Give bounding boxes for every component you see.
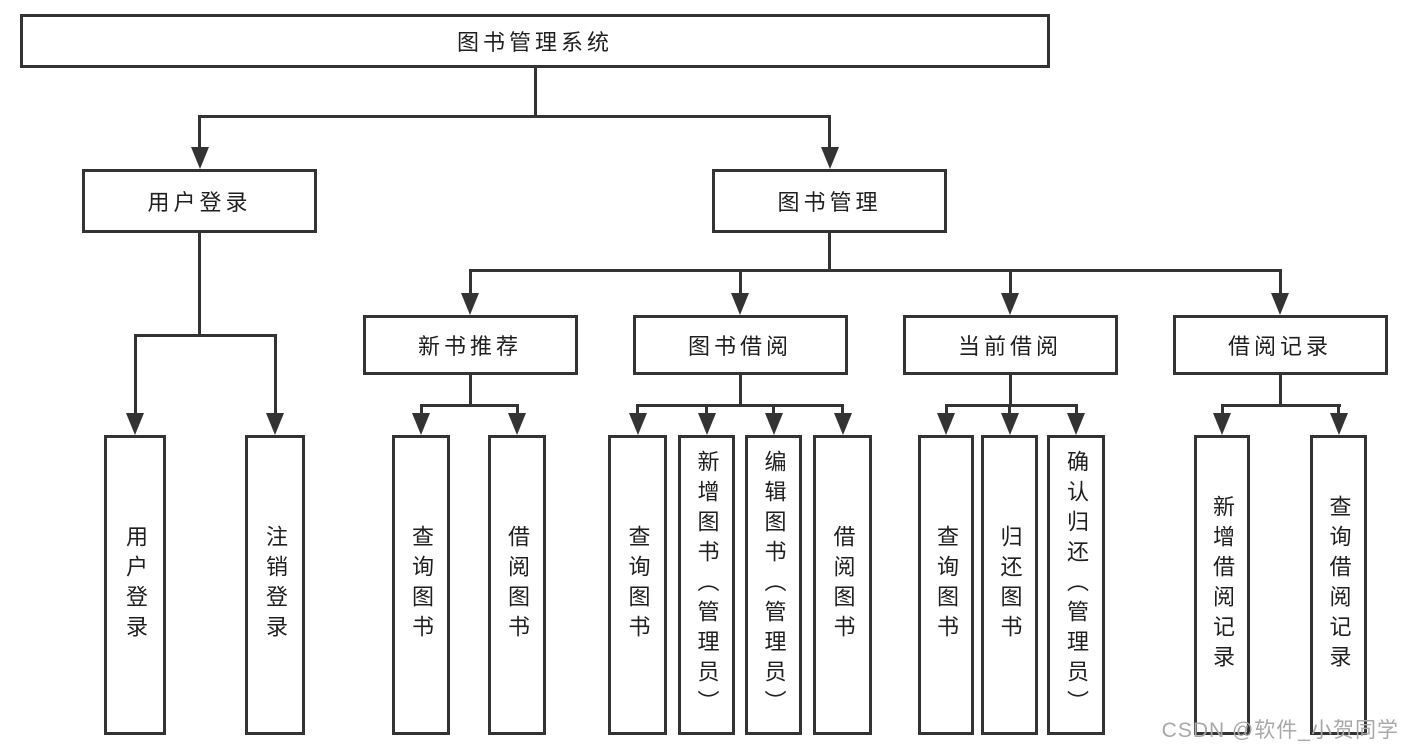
leaf-borrowing-add-books-admin: 新增图书（管理员）	[678, 435, 735, 735]
node-borrow-records: 借阅记录	[1172, 315, 1388, 375]
node-label: 用户登录	[123, 525, 148, 645]
connector-arm	[738, 269, 742, 295]
leaf-records-query-record: 查询借阅记录	[1310, 435, 1367, 735]
node-label: 确认归还（管理员）	[1064, 450, 1089, 720]
leaf-recommend-query-books: 查询图书	[392, 435, 450, 735]
node-book-borrowing: 图书借阅	[632, 315, 848, 375]
node-label: 当前借阅	[957, 334, 1062, 359]
node-label: 查询图书	[409, 525, 434, 645]
watermark: CSDN @软件_小贺同学	[1161, 719, 1399, 742]
connector-arm	[705, 404, 708, 415]
connector-trunk	[533, 68, 537, 117]
node-label: 注销登录	[263, 525, 288, 645]
node-book-management: 图书管理	[712, 169, 947, 233]
connector-arm	[1337, 404, 1340, 415]
node-new-book-recommend: 新书推荐	[362, 315, 578, 375]
connector-arm	[273, 334, 277, 415]
leaf-recommend-borrow-books: 借阅图书	[488, 435, 546, 735]
node-label: 借阅记录	[1227, 334, 1332, 359]
node-label: 图书管理	[777, 190, 882, 215]
connector-branch	[198, 115, 831, 118]
connector-branch	[133, 334, 277, 337]
connector-arm	[419, 404, 423, 415]
leaf-current-return-books: 归还图书	[981, 435, 1038, 735]
node-label: 查询借阅记录	[1326, 495, 1352, 675]
connector-arm	[1008, 404, 1011, 415]
arrowhead-down-icon	[412, 413, 430, 435]
node-label: 查询图书	[934, 525, 959, 645]
connector-arm	[1220, 404, 1224, 415]
leaf-current-query-books: 查询图书	[918, 435, 974, 735]
connector-trunk	[198, 233, 201, 337]
node-label: 新增图书（管理员）	[694, 450, 720, 720]
connector-arm	[772, 404, 775, 415]
connector-trunk	[738, 375, 742, 407]
leaf-borrowing-borrow-books: 借阅图书	[813, 435, 872, 735]
connector-arm	[944, 404, 948, 415]
connector-arm	[468, 269, 472, 295]
arrowhead-down-icon	[1271, 293, 1289, 315]
leaf-user-login: 用户登录	[104, 435, 166, 735]
connector-arm	[133, 334, 137, 415]
leaf-logout: 注销登录	[245, 435, 305, 735]
connector-arm	[1008, 269, 1012, 295]
connector-arm	[841, 404, 844, 415]
arrowhead-down-icon	[266, 413, 284, 435]
node-label: 查询图书	[625, 525, 651, 645]
arrowhead-down-icon	[508, 413, 526, 435]
connector-arm	[828, 115, 831, 150]
node-label: 归还图书	[997, 525, 1023, 645]
arrowhead-down-icon	[1067, 413, 1085, 435]
connector-branch	[636, 404, 844, 407]
node-label: 新增借阅记录	[1210, 495, 1235, 675]
connector-branch	[944, 404, 1078, 407]
arrowhead-down-icon	[937, 413, 955, 435]
arrowhead-down-icon	[820, 147, 839, 169]
arrowhead-down-icon	[1329, 413, 1348, 435]
node-label: 图书管理系统	[456, 30, 613, 55]
arrowhead-down-icon	[1001, 293, 1019, 315]
node-label: 用户登录	[147, 190, 252, 215]
connector-arm	[515, 404, 519, 415]
arrowhead-down-icon	[1000, 413, 1019, 435]
connector-branch	[419, 404, 519, 407]
leaf-current-confirm-return-admin: 确认归还（管理员）	[1047, 435, 1105, 735]
arrowhead-down-icon	[833, 413, 852, 435]
connector-trunk	[1008, 375, 1012, 407]
node-label: 图书借阅	[687, 334, 792, 359]
leaf-borrowing-query-books: 查询图书	[608, 435, 667, 735]
connector-arm	[198, 115, 201, 150]
connector-arm	[636, 404, 639, 415]
arrowhead-down-icon	[764, 413, 783, 435]
arrowhead-down-icon	[731, 293, 749, 315]
arrowhead-down-icon	[190, 147, 209, 169]
connector-arm	[1074, 404, 1078, 415]
connector-arm	[1278, 269, 1282, 295]
connector-trunk	[1278, 375, 1282, 407]
arrowhead-down-icon	[461, 293, 479, 315]
node-label: 新书推荐	[417, 334, 522, 359]
node-label: 借阅图书	[830, 525, 856, 645]
node-label: 编辑图书（管理员）	[761, 450, 787, 720]
node-current-borrowing: 当前借阅	[902, 315, 1118, 375]
arrowhead-down-icon	[126, 413, 144, 435]
arrowhead-down-icon	[697, 413, 716, 435]
node-user-login: 用户登录	[82, 169, 317, 233]
arrowhead-down-icon	[1213, 413, 1231, 435]
node-library-system: 图书管理系统	[20, 14, 1050, 68]
leaf-borrowing-edit-books-admin: 编辑图书（管理员）	[745, 435, 802, 735]
leaf-records-add-record: 新增借阅记录	[1194, 435, 1250, 735]
connector-branch	[468, 269, 1282, 272]
node-label: 借阅图书	[505, 525, 530, 645]
connector-trunk	[468, 375, 472, 407]
arrowhead-down-icon	[628, 413, 647, 435]
connector-trunk	[828, 233, 831, 271]
connector-branch	[1220, 404, 1341, 407]
